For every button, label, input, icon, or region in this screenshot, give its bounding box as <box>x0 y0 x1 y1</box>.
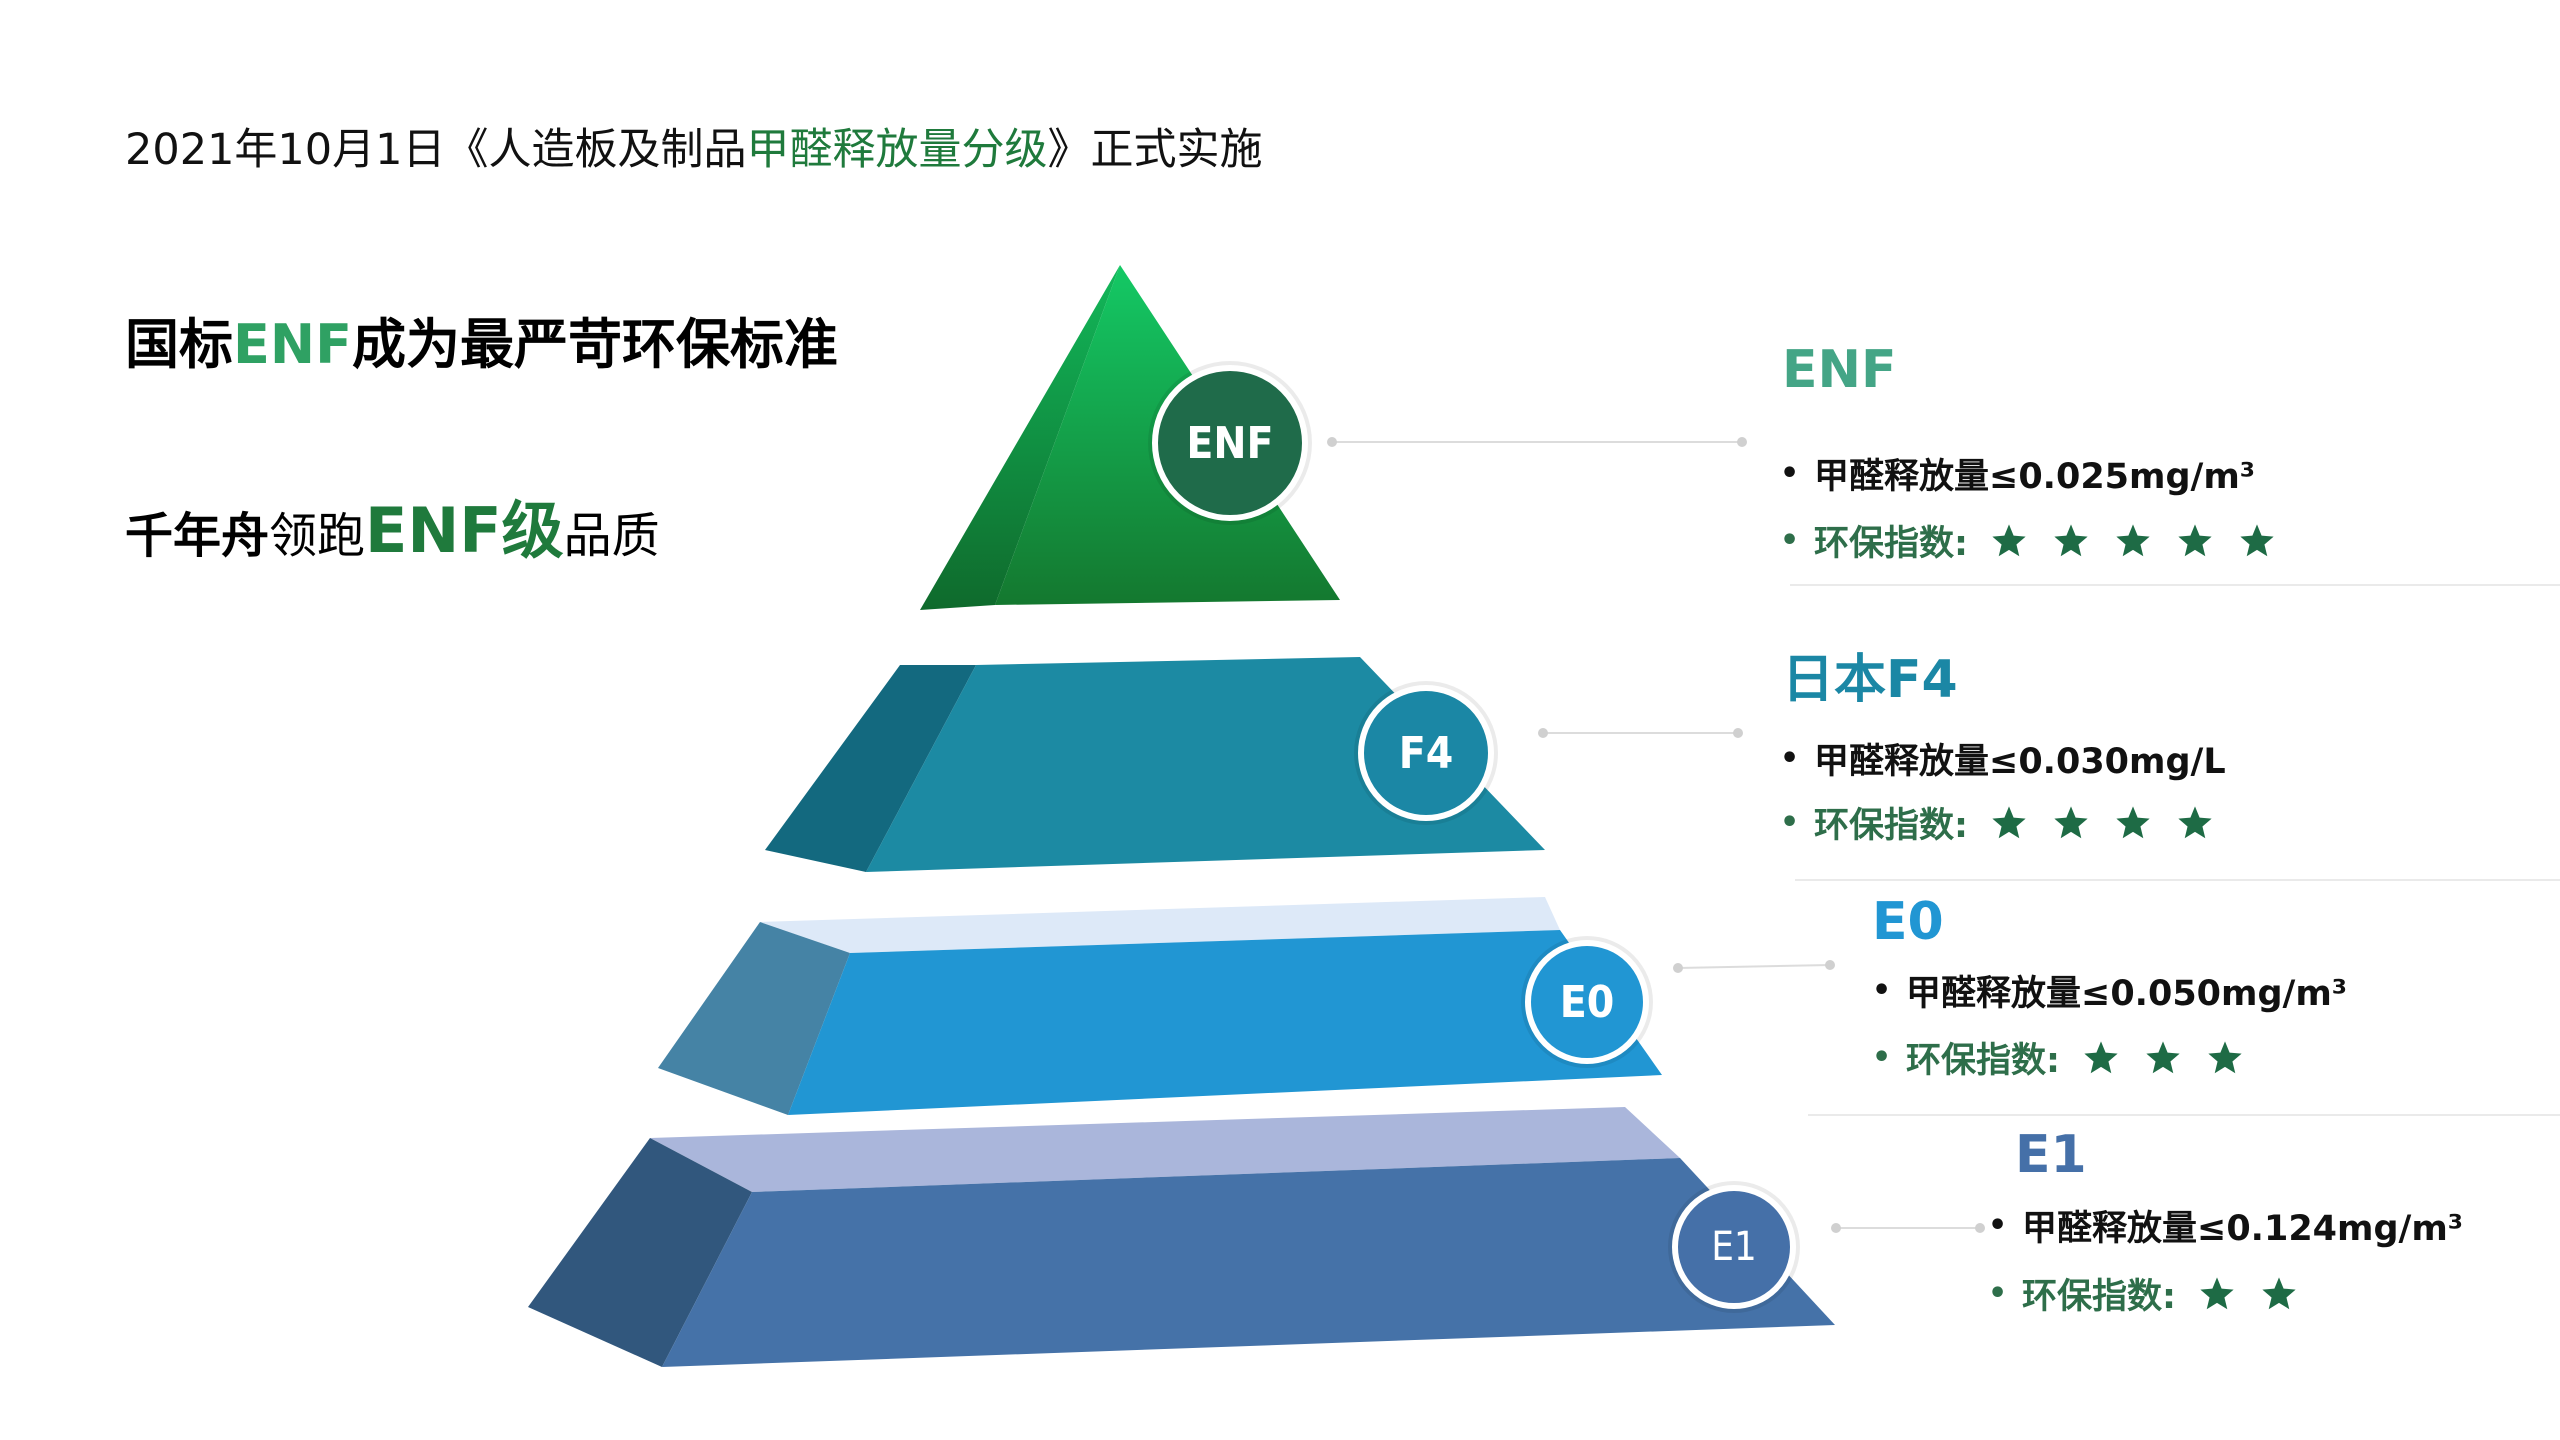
pyramid-tier-e1 <box>528 1107 1835 1367</box>
bullet: • <box>1988 1208 2008 1243</box>
emission-label-f4: 甲醛释放量≤0.030mg/L <box>1814 742 2226 782</box>
subline-post: 品质 <box>563 508 660 564</box>
star-icon <box>2262 1276 2296 1309</box>
index-row-enf: • 环保指数: <box>1780 515 2276 566</box>
badge-enf-label: ENF <box>1186 417 1274 469</box>
level-title-f4: 日本F4 <box>1782 650 1958 710</box>
star-icon <box>1992 523 2026 556</box>
pyramid-tier-e0 <box>658 897 1662 1115</box>
star-icon <box>2240 523 2274 556</box>
subline: 千年舟领跑ENF级品质 <box>125 480 660 570</box>
emission-row-e1: • 甲醛释放量≤0.124mg/m³ <box>1988 1200 2463 1251</box>
badge-e1: E1 <box>1672 1185 1796 1309</box>
badge-enf: ENF <box>1152 365 1308 521</box>
star-icon <box>2146 1040 2180 1073</box>
index-label-enf: 环保指数: <box>1814 524 1968 564</box>
stars-e1 <box>2198 1275 2298 1313</box>
subline-verb: 领跑 <box>269 508 366 564</box>
badge-f4-label: F4 <box>1398 727 1454 779</box>
stars-e0 <box>2082 1039 2244 1077</box>
star-icon <box>2178 805 2212 838</box>
connector-enf <box>1327 437 1747 447</box>
page-title: 2021年10月1日《人造板及制品甲醛释放量分级》正式实施 <box>125 115 1263 177</box>
bullet: • <box>1988 1276 2008 1311</box>
headline-highlight: ENF <box>233 313 352 376</box>
subline-grade: ENF级 <box>365 494 564 567</box>
badge-e0: E0 <box>1525 940 1649 1064</box>
star-icon <box>2054 805 2088 838</box>
badge-e0-label: E0 <box>1559 976 1615 1028</box>
star-icon <box>2116 523 2150 556</box>
star-icon <box>1992 805 2026 838</box>
connector-f4 <box>1538 728 1743 738</box>
emission-row-e0: • 甲醛释放量≤0.050mg/m³ <box>1872 965 2347 1016</box>
headline-pre: 国标 <box>125 313 233 376</box>
star-icon <box>2200 1276 2234 1309</box>
stars-f4 <box>1990 804 2214 842</box>
emission-row-enf: • 甲醛释放量≤0.025mg/m³ <box>1780 448 2255 499</box>
bullet: • <box>1780 805 1800 840</box>
emission-label-enf: 甲醛释放量≤0.025mg/m³ <box>1814 457 2256 497</box>
bullet: • <box>1780 523 1800 558</box>
star-icon <box>2208 1040 2242 1073</box>
level-title-e0: E0 <box>1872 892 1944 952</box>
emission-label-e1: 甲醛释放量≤0.124mg/m³ <box>2022 1209 2464 1249</box>
subline-brand: 千年舟 <box>125 508 270 564</box>
star-icon <box>2054 523 2088 556</box>
star-icon <box>2178 523 2212 556</box>
title-highlight: 甲醛释放量分级 <box>746 125 1048 175</box>
index-row-e0: • 环保指数: <box>1872 1032 2244 1083</box>
badge-e1-label: E1 <box>1711 1224 1757 1270</box>
index-label-f4: 环保指数: <box>1814 806 1968 846</box>
index-label-e1: 环保指数: <box>2022 1277 2176 1317</box>
index-row-e1: • 环保指数: <box>1988 1268 2298 1319</box>
connector-e1 <box>1831 1223 1985 1233</box>
bullet: • <box>1872 1040 1892 1075</box>
bullet: • <box>1872 973 1892 1008</box>
index-label-e0: 环保指数: <box>1906 1041 2060 1081</box>
index-row-f4: • 环保指数: <box>1780 797 2214 848</box>
bullet: • <box>1780 456 1800 491</box>
headline-post: 成为最严苛环保标准 <box>351 313 838 376</box>
title-prefix: 2021年10月1日《人造板及制品 <box>125 125 747 175</box>
star-icon <box>2116 805 2150 838</box>
headline: 国标ENF成为最严苛环保标准 <box>125 300 838 379</box>
emission-label-e0: 甲醛释放量≤0.050mg/m³ <box>1906 974 2348 1014</box>
title-suffix: 》正式实施 <box>1047 125 1263 175</box>
stars-enf <box>1990 522 2276 560</box>
level-title-enf: ENF <box>1782 340 1897 400</box>
star-icon <box>2084 1040 2118 1073</box>
badge-f4: F4 <box>1358 685 1494 821</box>
connector-e0 <box>1673 960 1835 973</box>
bullet: • <box>1780 741 1800 776</box>
level-title-e1: E1 <box>2015 1125 2087 1185</box>
emission-row-f4: • 甲醛释放量≤0.030mg/L <box>1780 733 2226 784</box>
